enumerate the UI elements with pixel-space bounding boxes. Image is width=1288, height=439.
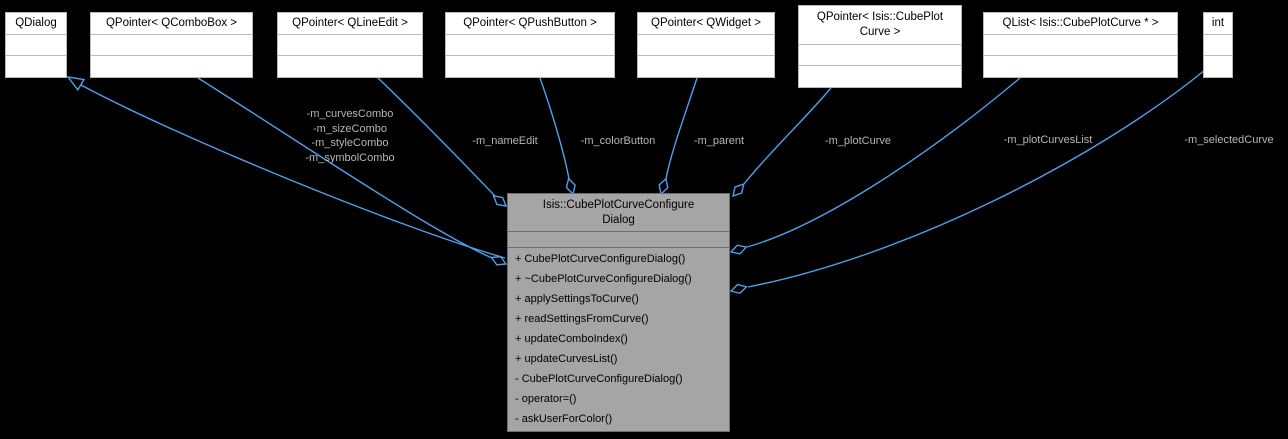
node-methods-section bbox=[446, 56, 614, 77]
node-methods-section: + CubePlotCurveConfigureDialog() + ~Cube… bbox=[508, 248, 729, 429]
class-node-qpointer-qcombobox[interactable]: QPointer< QComboBox > bbox=[90, 12, 253, 78]
edge-member-curves-combo bbox=[197, 77, 493, 259]
method-row: - operator=() bbox=[515, 393, 577, 405]
class-node-title: QPointer< QComboBox > bbox=[91, 13, 252, 35]
node-attributes-section bbox=[508, 232, 729, 248]
node-attributes-section bbox=[446, 35, 614, 56]
class-node-title: QDialog bbox=[6, 13, 66, 35]
node-methods-section bbox=[91, 56, 252, 77]
edge-label-name-edit: -m_nameEdit bbox=[472, 135, 538, 147]
edge-member-selected-curve bbox=[747, 69, 1206, 288]
aggregation-diamond-icon bbox=[729, 283, 748, 295]
aggregation-diamond-icon bbox=[732, 183, 745, 198]
node-attributes-section bbox=[799, 45, 961, 66]
node-attributes-section bbox=[1204, 35, 1232, 56]
edge-label-parent: -m_parent bbox=[693, 135, 745, 147]
method-row: - askUserForColor() bbox=[515, 413, 613, 425]
edge-member-plot-curves-list bbox=[746, 77, 1021, 248]
node-attributes-section bbox=[638, 35, 774, 56]
edge-label-color-button: -m_colorButton bbox=[580, 135, 656, 147]
node-methods-section bbox=[278, 56, 422, 77]
aggregation-diamond-icon bbox=[490, 255, 508, 266]
edge-label-selected-curve: -m_selectedCurve bbox=[1184, 134, 1274, 146]
class-node-title: QPointer< QPushButton > bbox=[446, 13, 614, 35]
method-row: - CubePlotCurveConfigureDialog() bbox=[515, 373, 683, 385]
node-methods-section bbox=[799, 66, 961, 87]
class-node-cubeplotcurveconfiguredialog: Isis::CubePlotCurveConfigure Dialog + Cu… bbox=[507, 193, 730, 432]
method-row: + updateCurvesList() bbox=[515, 353, 618, 365]
node-methods-section bbox=[6, 56, 66, 77]
method-row: + readSettingsFromCurve() bbox=[515, 313, 649, 325]
class-title-line1: Isis::CubePlotCurveConfigure bbox=[542, 198, 695, 211]
class-node-title: QList< Isis::CubePlotCurve * > bbox=[984, 13, 1177, 35]
inheritance-arrow-icon bbox=[66, 76, 86, 92]
edge-member-plot-curve bbox=[743, 87, 832, 185]
method-row: + ~CubePlotCurveConfigureDialog() bbox=[515, 273, 692, 285]
node-attributes-section bbox=[984, 35, 1177, 56]
node-attributes-section bbox=[91, 35, 252, 56]
edge-label-line: -m_styleCombo bbox=[311, 137, 389, 149]
class-node-qlist-cubeplotcurve[interactable]: QList< Isis::CubePlotCurve * > bbox=[983, 12, 1178, 78]
edge-member-name-edit bbox=[377, 77, 496, 197]
aggregation-diamond-icon bbox=[658, 177, 669, 196]
class-node-int[interactable]: int bbox=[1203, 12, 1233, 78]
class-node-title: QPointer< Isis::CubePlot Curve > bbox=[799, 6, 961, 45]
edge-member-color-button bbox=[539, 77, 570, 180]
edge-label-line: -m_sizeCombo bbox=[313, 122, 387, 135]
node-methods-section bbox=[984, 56, 1177, 77]
class-node-qpointer-qpushbutton[interactable]: QPointer< QPushButton > bbox=[445, 12, 615, 78]
class-node-title: int bbox=[1204, 13, 1232, 35]
edge-label-combos: -m_curvesCombo -m_sizeCombo -m_styleComb… bbox=[305, 107, 394, 165]
node-attributes-section bbox=[6, 35, 66, 56]
class-node-qpointer-cubeplotcurve[interactable]: QPointer< Isis::CubePlot Curve > bbox=[798, 5, 962, 88]
method-row: + updateComboIndex() bbox=[515, 333, 628, 345]
class-node-title: QPointer< QWidget > bbox=[638, 13, 774, 35]
class-node-qpointer-qlineedit[interactable]: QPointer< QLineEdit > bbox=[277, 12, 423, 78]
method-row: + applySettingsToCurve() bbox=[515, 293, 639, 305]
class-node-qpointer-qwidget[interactable]: QPointer< QWidget > bbox=[637, 12, 775, 78]
class-node-title: Isis::CubePlotCurveConfigure Dialog bbox=[508, 194, 729, 232]
edge-label-line: -m_symbolCombo bbox=[305, 151, 395, 164]
class-node-qdialog[interactable]: QDialog bbox=[5, 12, 67, 78]
node-methods-section bbox=[1204, 56, 1232, 77]
node-methods-section bbox=[638, 56, 774, 77]
edge-inheritance-qdialog bbox=[80, 84, 506, 259]
edge-member-parent bbox=[665, 77, 698, 180]
aggregation-diamond-icon bbox=[492, 195, 508, 207]
class-node-title: QPointer< QLineEdit > bbox=[278, 13, 422, 35]
edge-label-plot-curve: -m_plotCurve bbox=[824, 135, 892, 147]
aggregation-diamond-icon bbox=[565, 177, 576, 196]
node-attributes-section bbox=[278, 35, 422, 56]
edge-label-plot-curves-list: -m_plotCurvesList bbox=[1003, 134, 1093, 146]
method-row: + CubePlotCurveConfigureDialog() bbox=[515, 253, 686, 265]
class-title-line2: Dialog bbox=[602, 213, 635, 226]
aggregation-diamond-icon bbox=[729, 244, 748, 255]
edge-label-line: -m_curvesCombo bbox=[306, 108, 394, 120]
